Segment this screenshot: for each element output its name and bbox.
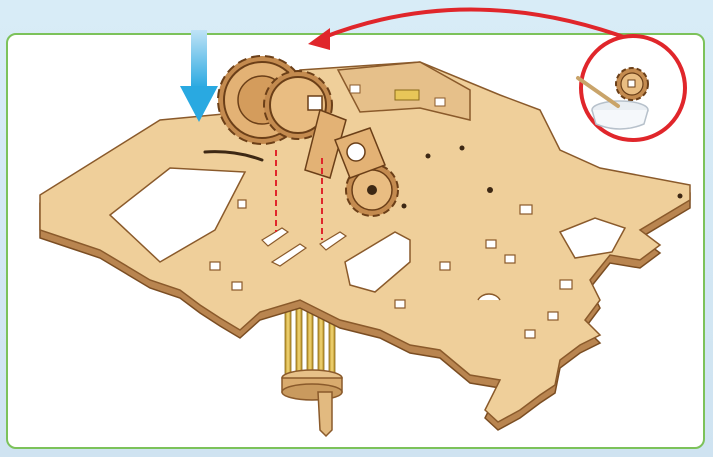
- down-arrow-icon: [180, 30, 218, 122]
- curved-arrow-icon: [308, 9, 632, 50]
- glue-inset: [578, 36, 685, 140]
